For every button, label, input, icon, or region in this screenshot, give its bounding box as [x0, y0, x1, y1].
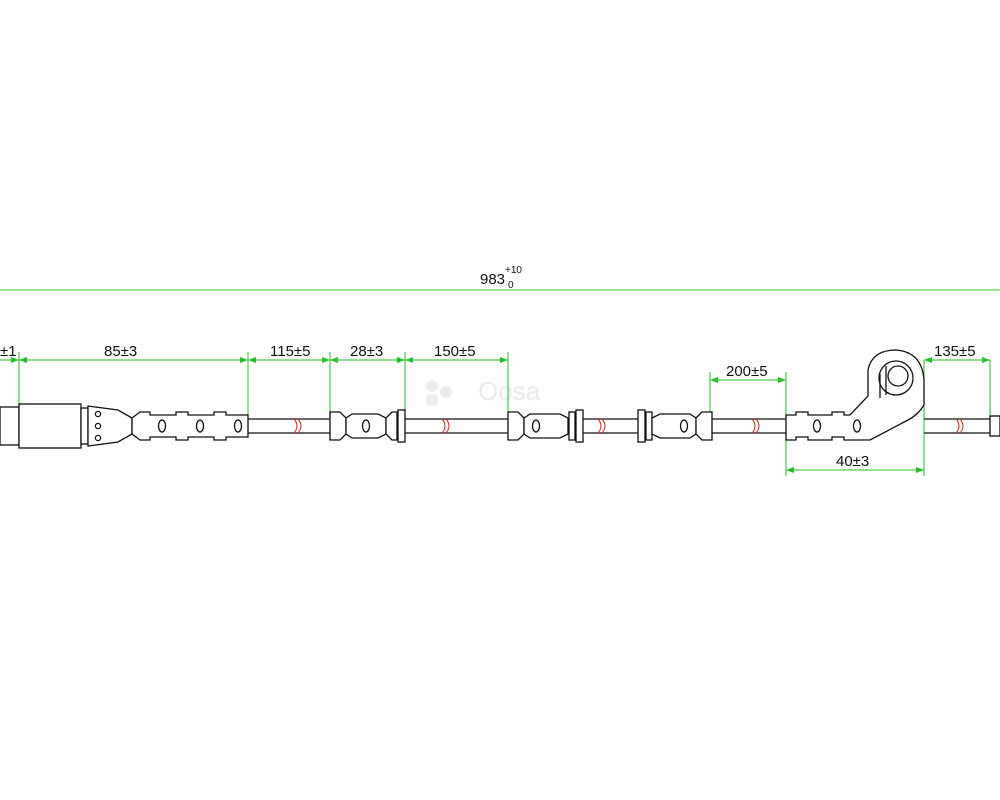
dim-85-label: 85±3 [104, 343, 137, 360]
clip-flange [397, 409, 406, 443]
dim-200-label: 200±5 [726, 363, 768, 380]
clip [637, 409, 713, 443]
grommet-slot [157, 419, 167, 433]
clip-right-half [385, 411, 398, 441]
pin-hole [94, 422, 102, 430]
grommet-with-bracket [785, 349, 925, 441]
clip-right-half [695, 411, 713, 441]
clip-slot [679, 419, 689, 433]
dim-150-label: 150±5 [434, 343, 476, 360]
grommet-body [131, 411, 249, 441]
pin-hole [94, 410, 102, 418]
watermark: Oosa [426, 376, 541, 406]
clip [507, 409, 584, 443]
plug-collar [80, 407, 89, 445]
clip-left-half [507, 411, 525, 441]
break-mark [955, 418, 964, 434]
dim-40-label: 40±3 [836, 453, 869, 470]
plug-tip [0, 406, 20, 446]
dim-135-label: 135±5 [934, 343, 976, 360]
grommet-slot [852, 419, 862, 433]
plug-body [18, 403, 82, 449]
clip-flange [568, 411, 576, 441]
bracket-eye-outer [878, 360, 914, 396]
break-mark [751, 418, 760, 434]
clip-flange [637, 409, 646, 443]
break-mark [597, 418, 606, 434]
segment-dimensions: ±1 85±3 115±5 28±3 150±5 200±5 135±5 40±… [0, 343, 991, 476]
overall-length-value: 983 [480, 271, 505, 288]
clip-flange [575, 409, 584, 443]
overall-length-dimension: 983 +10 0 [0, 265, 1000, 291]
grommet-slot [812, 419, 822, 433]
watermark-text: Oosa [478, 376, 541, 406]
overall-length-tol-upper: +10 [505, 265, 522, 276]
clip-center [345, 413, 387, 439]
clip-slot [361, 419, 371, 433]
clip-flange [645, 411, 653, 441]
bracket-body [785, 349, 925, 441]
clip-left-half [329, 411, 347, 441]
clip-center [523, 413, 569, 439]
bracket-eye-inner [887, 365, 909, 387]
clip-center [651, 413, 697, 439]
grommet-slot [233, 419, 243, 433]
break-mark [293, 418, 302, 434]
dim-left-partial-label: ±1 [0, 343, 17, 360]
dim-115-label: 115±5 [270, 343, 311, 360]
grommet-slot [195, 419, 205, 433]
plug-boot [87, 405, 133, 447]
clip [329, 409, 406, 443]
dim-28-label: 28±3 [350, 343, 383, 360]
clip-slot [531, 419, 541, 433]
cable [248, 418, 990, 434]
connector-plug [0, 403, 133, 449]
break-mark [441, 418, 450, 434]
overall-length-tol-lower: 0 [508, 280, 514, 291]
break-marks [293, 418, 964, 434]
grommet-long [131, 411, 249, 441]
sensor-head [989, 415, 1000, 437]
pin-hole [94, 434, 102, 442]
sensor-tip [989, 415, 1000, 437]
